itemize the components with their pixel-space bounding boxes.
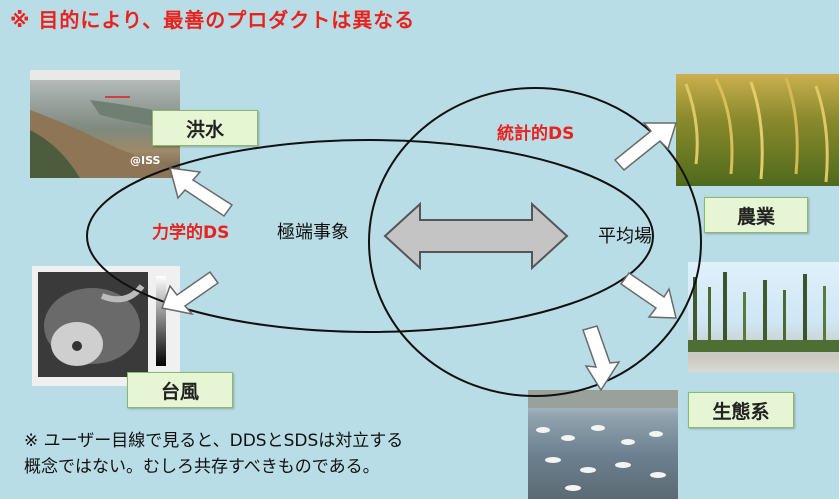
flood-label: 洪水 [152,110,258,146]
rice-photo [676,74,839,186]
double-arrow [383,201,569,271]
swan-photo [528,390,678,499]
bottom-note: ※ ユーザー目線で見ると、DDSとSDSは対立する 概念ではない。むしろ共存すべ… [24,428,403,480]
note-line-1: ※ ユーザー目線で見ると、DDSとSDSは対立する [24,431,404,451]
ecosystem-label: 生態系 [688,392,794,428]
arrow-to-ecosystem [582,325,621,392]
forest-photo [688,262,839,372]
statistical-ds-label: 統計的DS [497,124,575,144]
arrow-to-forest [619,271,677,319]
arrow-to-agriculture [613,122,678,172]
slide-title: ※ 目的により、最善のプロダクトは異なる [10,8,416,32]
forest-photo-art [688,272,839,352]
dynamical-ds-label: 力学的DS [152,223,230,243]
mean-field-label: 平均場 [598,226,652,247]
arrow-to-typhoon [160,270,220,316]
typhoon-photo [32,266,180,386]
swan-photo-art [528,390,678,491]
photo-credit: @ISS [130,154,161,167]
note-line-2: 概念ではない。むしろ共存すべきものである。 [24,457,380,477]
agriculture-label: 農業 [704,197,808,233]
typhoon-photo-art [38,272,166,377]
dynamical-ds-ellipse [86,139,654,333]
rice-photo-art [684,77,829,183]
typhoon-label: 台風 [127,372,233,408]
extreme-events-label: 極端事象 [277,222,349,243]
arrow-to-flood [168,167,234,218]
statistical-ds-ellipse [368,87,702,397]
